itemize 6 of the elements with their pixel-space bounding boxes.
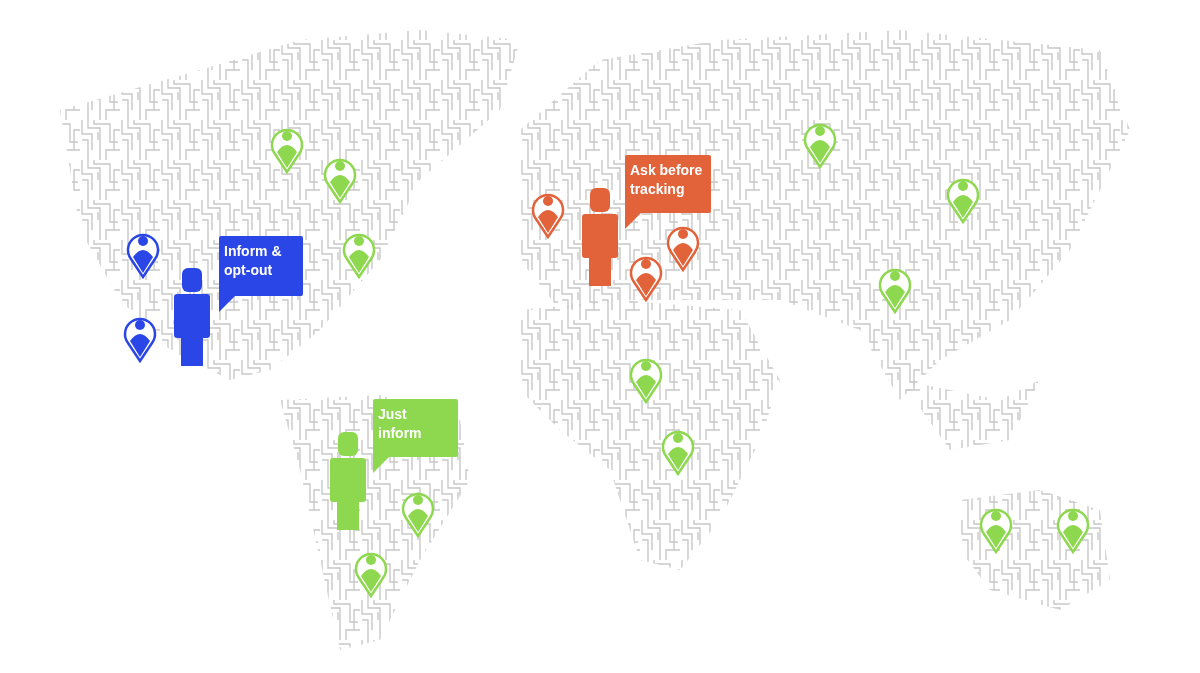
bubble-text: Just inform: [378, 405, 423, 443]
speech-bubble: [373, 399, 458, 457]
speech-bubble: [219, 236, 303, 296]
bubble-text: Ask before tracking: [630, 161, 704, 199]
speech-bubble: [625, 155, 711, 213]
bubble-text: Inform & opt-out: [224, 242, 283, 280]
